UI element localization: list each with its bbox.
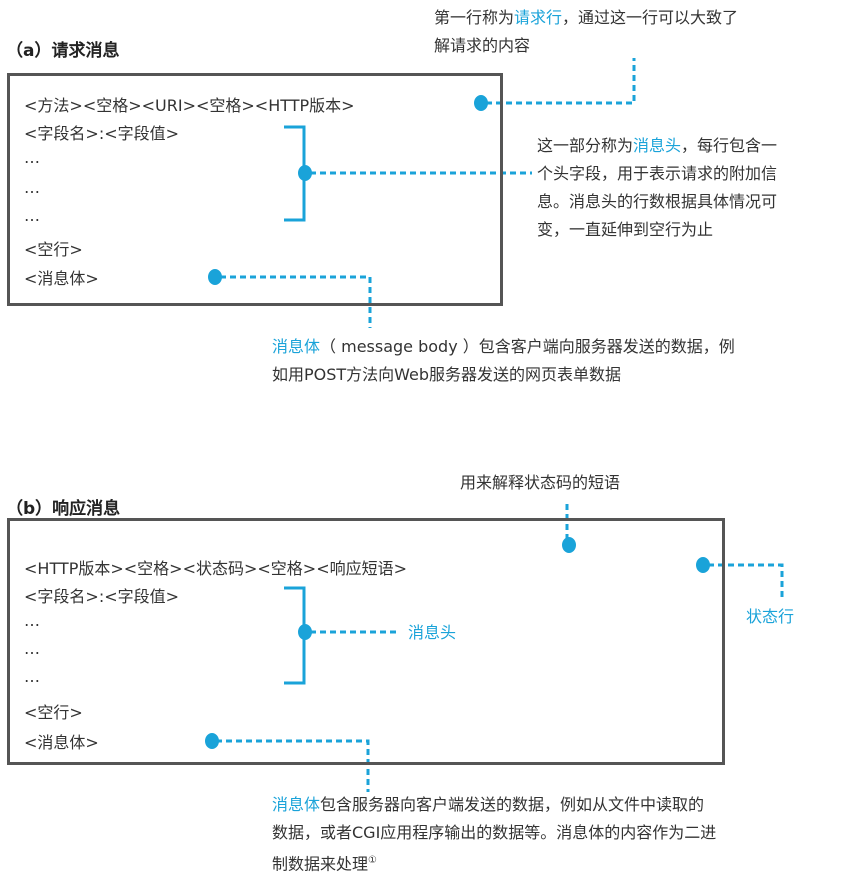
note-highlight: 消息头 — [633, 136, 682, 155]
body-line: <消息体> — [24, 269, 99, 288]
ellipsis-line: … — [24, 178, 40, 197]
response-body-note: 消息体包含服务器向客户端发送的数据，例如从文件中读取的 数据，或者CGI应用程序… — [272, 791, 716, 878]
request-body-dot — [208, 269, 222, 285]
status-line-dot — [696, 557, 710, 573]
response-body-dot — [205, 733, 219, 749]
note-text: 包含服务器向客户端发送的数据，例如从文件中读取的 — [320, 795, 705, 814]
body-line: <消息体> — [24, 733, 99, 752]
note-text: 制数据来处理 — [272, 854, 369, 874]
note-text: （ message body ）包含客户端向服务器发送的数据，例 — [320, 337, 735, 356]
header-field-line: <字段名>:<字段值> — [24, 587, 180, 606]
response-phrase-dot — [562, 537, 576, 553]
request-body-note: 消息体（ message body ）包含客户端向服务器发送的数据，例 如用PO… — [272, 333, 735, 389]
note-highlight: 消息体 — [272, 795, 321, 814]
request-header-dot — [298, 165, 312, 181]
empty-line: <空行> — [24, 240, 83, 259]
ellipsis-line: … — [24, 148, 40, 167]
response-title: （b）响应消息 — [6, 499, 121, 519]
header-field-line: <字段名>:<字段值> — [24, 124, 180, 143]
note-text: 数据，或者CGI应用程序输出的数据等。消息体的内容作为二进 — [272, 823, 717, 842]
note-text: ，通过这一行可以大致了 — [562, 8, 739, 27]
status-line-label: 状态行 — [746, 607, 795, 626]
note-text: ，每行包含一 — [681, 136, 778, 155]
ellipsis-line: … — [24, 639, 40, 658]
footnote-marker: ① — [368, 855, 377, 866]
response-phrase-note: 用来解释状态码的短语 — [460, 473, 621, 492]
note-text: 个头字段，用于表示请求的附加信 — [537, 164, 778, 183]
request-line-dot — [474, 95, 488, 111]
request-line-connector — [486, 58, 636, 105]
note-text: 这一部分称为 — [537, 136, 634, 155]
request-line-note: 第一行称为请求行，通过这一行可以大致了 解请求的内容 — [434, 4, 738, 60]
note-text: 息。消息头的行数根据具体情况可 — [537, 192, 778, 211]
ellipsis-line: … — [24, 206, 40, 225]
note-text: 变，一直延伸到空行为止 — [537, 220, 714, 239]
note-text: 第一行称为 — [434, 8, 515, 27]
ellipsis-line: … — [24, 667, 40, 686]
request-header-note: 这一部分称为消息头，每行包含一 个头字段，用于表示请求的附加信 息。消息头的行数… — [537, 132, 777, 244]
request-line: <方法><空格><URI><空格><HTTP版本> — [24, 96, 355, 115]
note-text: 解请求的内容 — [434, 36, 531, 55]
status-line: <HTTP版本><空格><状态码><空格><响应短语> — [24, 559, 408, 578]
request-body-connector — [220, 275, 372, 328]
response-header-dot — [298, 624, 312, 640]
response-header-label: 消息头 — [408, 623, 457, 642]
ellipsis-line: … — [24, 611, 40, 630]
request-message-box — [7, 73, 503, 306]
status-line-connector — [708, 563, 784, 598]
empty-line: <空行> — [24, 703, 83, 722]
note-highlight: 消息体 — [272, 337, 321, 356]
note-highlight: 请求行 — [514, 8, 563, 27]
note-text: 如用POST方法向Web服务器发送的网页表单数据 — [272, 365, 622, 384]
response-body-connector — [216, 739, 370, 792]
response-message-box — [7, 518, 725, 765]
request-title: （a）请求消息 — [6, 41, 120, 61]
